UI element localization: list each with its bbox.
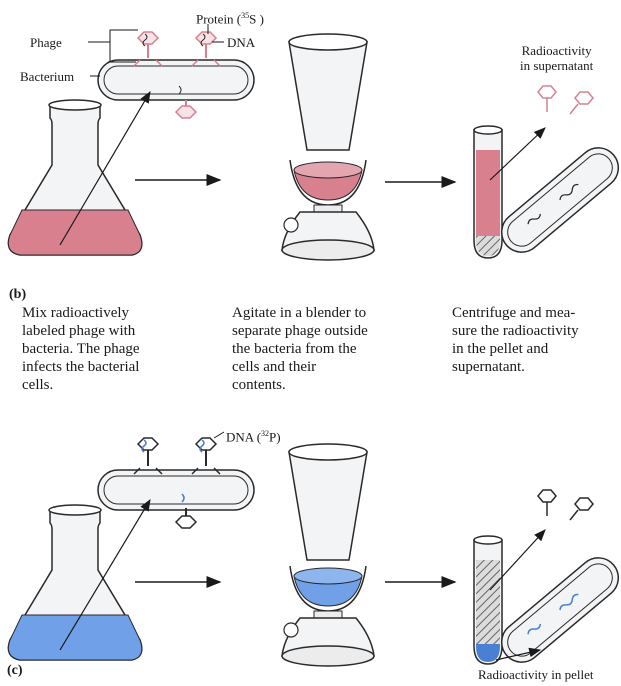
pellet-bacterium-c <box>494 550 621 671</box>
dna-label: DNA <box>227 35 255 50</box>
centrifuge-tube-b <box>474 126 502 258</box>
bacterium-label: Bacterium <box>20 69 74 84</box>
phage-coats-b <box>538 86 593 114</box>
phage-c-1 <box>134 438 162 474</box>
phage-c-2 <box>192 438 220 474</box>
centrifuge-tube-c <box>474 536 502 664</box>
protein-label: Protein (35S ) <box>196 8 264 26</box>
caption-step-3: Centrifuge and mea- sure the radioactivi… <box>452 304 579 376</box>
panel-c <box>8 432 621 670</box>
phage-coats-c <box>538 490 593 520</box>
panel-c-letter: (c) <box>7 663 23 679</box>
dna32-leader <box>214 432 224 438</box>
flask-c <box>8 505 141 660</box>
flask-b <box>8 100 141 255</box>
phage-label: Phage <box>30 35 62 50</box>
bacterium-c <box>98 470 254 510</box>
blender-b <box>282 34 374 260</box>
radioactivity-supernatant-label: Radioactivity in supernatant <box>520 43 593 73</box>
radioactivity-pellet-label: Radioactivity in pellet <box>478 667 594 682</box>
blender-c <box>282 444 374 666</box>
caption-step-1: Mix radioactively labeled phage with bac… <box>22 304 140 394</box>
panel-b-letter: (b) <box>9 287 26 303</box>
dna32-label: DNA (32P) <box>226 426 281 444</box>
bacterium-b <box>98 60 254 100</box>
caption-step-2: Agitate in a blender to separate phage o… <box>232 304 368 394</box>
